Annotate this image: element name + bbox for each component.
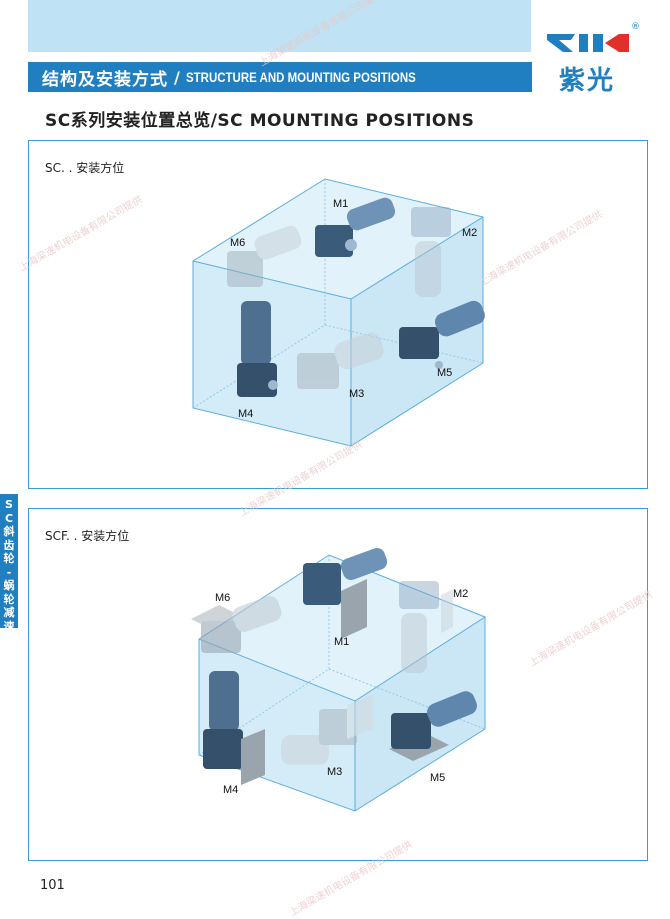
- label-m4: M4: [223, 784, 238, 796]
- label-m2: M2: [453, 588, 468, 600]
- label-m6: M6: [215, 592, 230, 604]
- reducer-m4: [237, 301, 278, 397]
- side-tab-char: 减: [3, 606, 15, 619]
- header-band: [28, 0, 531, 52]
- registered-mark: ®: [631, 22, 640, 32]
- chapter-title-separator: /: [174, 67, 180, 87]
- panel-label: SC. . 安装方位: [45, 161, 125, 175]
- side-tab-char: -: [6, 565, 12, 579]
- reducer-m2: [399, 581, 453, 673]
- label-m4: M4: [238, 408, 253, 420]
- label-m3: M3: [349, 388, 364, 400]
- side-tab-char: 齿: [3, 538, 15, 552]
- reducer-m3: [297, 332, 384, 389]
- label-m3: M3: [327, 766, 342, 778]
- chapter-title-en: STRUCTURE AND MOUNTING POSITIONS: [185, 69, 416, 85]
- reducer-m5: [389, 691, 477, 761]
- reducer-m4: [203, 671, 265, 785]
- reducer-m6: [191, 596, 282, 653]
- label-m6: M6: [230, 237, 245, 249]
- side-tab-char: 轮: [3, 552, 15, 565]
- side-tab-char: 蜗: [3, 579, 15, 592]
- label-m1: M1: [333, 198, 348, 210]
- brand-name: 紫光: [559, 66, 616, 96]
- side-tab-char: C: [4, 511, 14, 525]
- chapter-title-cn: 结构及安装方式: [42, 69, 168, 90]
- reducer-m1: [303, 548, 388, 639]
- sc-mounting-panel: SC. . 安装方位: [28, 140, 648, 489]
- reducer-m1: [315, 197, 396, 257]
- label-m1: M1: [334, 636, 349, 648]
- section-title: SC系列安装位置总览/SC MOUNTING POSITIONS: [45, 111, 475, 131]
- reducer-m2: [411, 207, 451, 297]
- scf-mounting-panel: SCF. . 安装方位: [28, 508, 648, 861]
- label-m2: M2: [462, 227, 477, 239]
- reducer-m3: [281, 695, 373, 765]
- side-tab-char: S: [5, 498, 13, 511]
- reducer-m5: [399, 300, 485, 369]
- label-m5: M5: [437, 367, 452, 379]
- panel-label: SCF. . 安装方位: [45, 529, 130, 543]
- label-m5: M5: [430, 772, 445, 784]
- reducer-m6: [227, 225, 302, 287]
- side-tab-char: 机: [3, 633, 15, 646]
- side-tab-char: 速: [3, 619, 15, 633]
- side-chapter-tab: S C 斜 齿 轮 - 蜗 轮 减 速 机: [0, 494, 18, 646]
- logo-mark-icon: [547, 34, 629, 52]
- side-tab-char: 轮: [3, 592, 15, 606]
- scf-mounting-diagram: M1 M2 M3 M4 M5 M6: [191, 548, 486, 812]
- page-number: 101: [40, 878, 65, 893]
- brand-logo: ® 紫光: [545, 22, 640, 96]
- chapter-title-bar: 结构及安装方式 / STRUCTURE AND MOUNTING POSITIO…: [28, 62, 532, 92]
- side-tab-char: 斜: [3, 525, 15, 538]
- sc-mounting-diagram: M1 M2 M3 M4 M5 M6: [192, 178, 485, 447]
